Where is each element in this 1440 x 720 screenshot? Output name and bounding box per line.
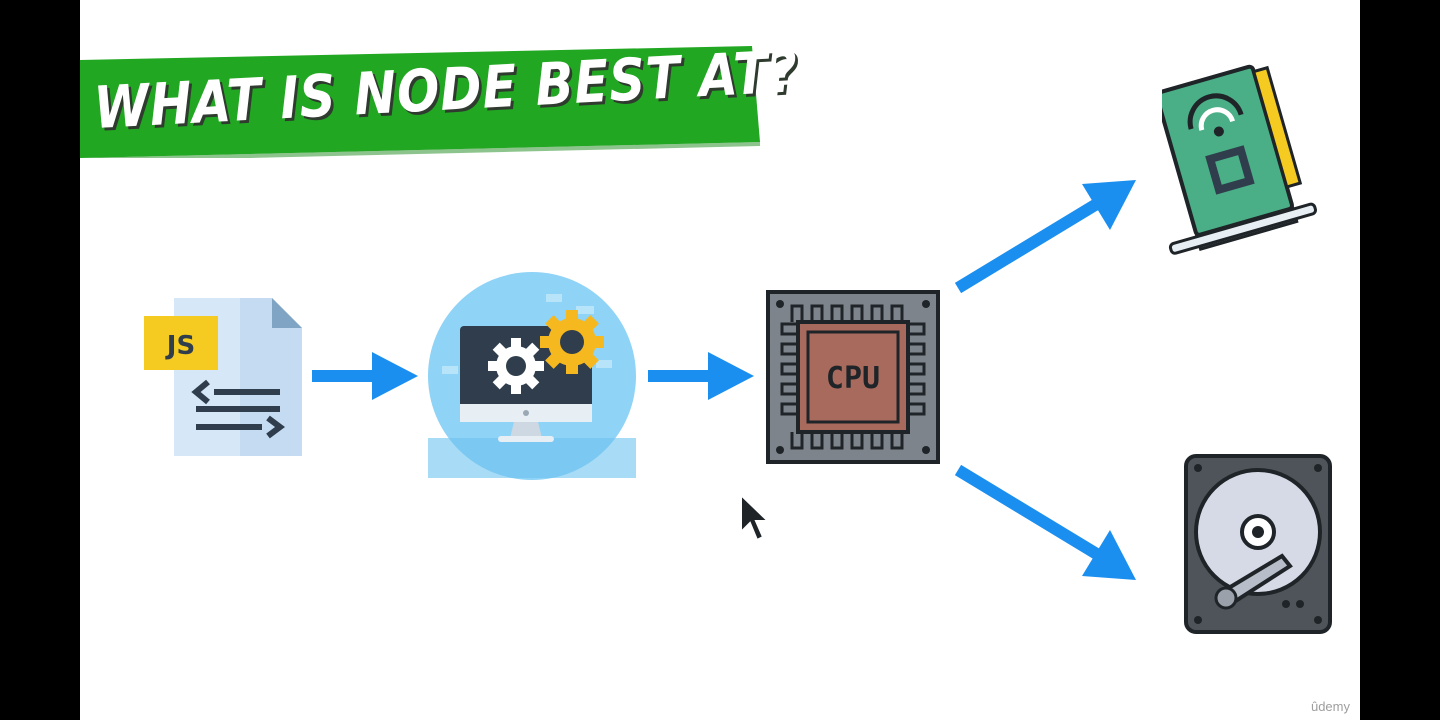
- arrow-engine-to-cpu: [648, 352, 754, 400]
- network-card-icon: [1162, 64, 1317, 255]
- arrow-js-to-engine: [312, 352, 418, 400]
- watermark: ûdemy: [1310, 699, 1350, 714]
- arrow-cpu-to-network: [954, 180, 1136, 294]
- slide-canvas: WHAT IS NODE BEST AT? JS: [80, 0, 1360, 720]
- javascript-file-icon: JS: [144, 298, 302, 456]
- mouse-cursor-icon: [740, 492, 770, 542]
- js-badge-text: JS: [165, 331, 195, 361]
- hard-drive-icon: [1184, 454, 1332, 634]
- computer-gears-icon: [428, 272, 636, 480]
- cpu-chip-icon: CPU: [766, 290, 940, 464]
- banner-shape: [80, 46, 760, 158]
- arrow-cpu-to-drive: [954, 464, 1136, 580]
- title-banner: WHAT IS NODE BEST AT?: [80, 37, 800, 158]
- cpu-label: CPU: [826, 361, 880, 396]
